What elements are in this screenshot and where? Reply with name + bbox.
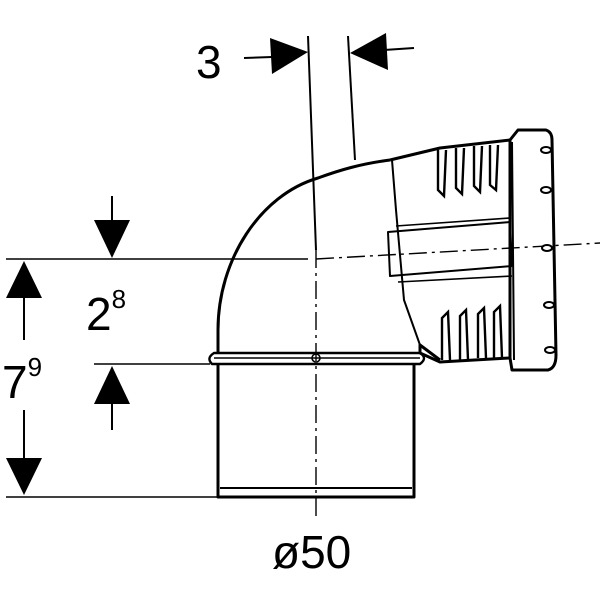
socket-inner-profile <box>391 159 421 346</box>
rib-top-4 <box>488 144 500 193</box>
height-upper-superscript: 8 <box>112 284 126 314</box>
socket-body <box>389 138 512 364</box>
rib-bottom-4 <box>492 303 504 359</box>
offset-dimension: 3 <box>196 33 415 251</box>
rib-bottom-1 <box>440 309 452 361</box>
height-upper-dimension: 28 <box>86 196 130 430</box>
socket-flange <box>508 128 558 372</box>
rib-bottom-3 <box>476 305 488 359</box>
extension-line-right <box>347 35 356 161</box>
rib-bottom-2 <box>458 307 470 361</box>
height-upper-value: 2 <box>86 288 112 340</box>
notch-1 <box>540 146 552 154</box>
spigot-outline <box>216 364 416 499</box>
upper-arrow-down <box>94 220 130 258</box>
offset-arrow-left <box>270 38 308 74</box>
bend-outer-curve <box>216 158 391 353</box>
socket-ribs-bottom <box>440 303 504 361</box>
horizontal-centerline <box>315 242 600 260</box>
notch-2 <box>540 186 552 194</box>
height-total-dimension: 79 <box>2 261 42 495</box>
offset-leader-right <box>383 47 415 51</box>
offset-label: 3 <box>196 36 222 88</box>
rib-top-3 <box>472 145 484 195</box>
total-arrow-down <box>6 458 42 495</box>
socket-ribs-top <box>436 144 500 199</box>
flange-inner-edge <box>511 141 515 361</box>
height-total-value: 7 <box>2 356 28 408</box>
rib-top-1 <box>436 149 448 199</box>
offset-leader-left <box>243 56 273 59</box>
height-total-label: 79 <box>2 352 42 408</box>
lower-arrow-up <box>94 366 130 404</box>
notch-3 <box>541 244 553 252</box>
height-total-superscript: 9 <box>28 352 42 382</box>
flange-notches <box>540 146 556 354</box>
total-arrow-up <box>6 261 42 298</box>
sleeve-line-bottom <box>397 275 513 283</box>
pipe-bend <box>208 128 558 499</box>
sleeve-line-top <box>395 217 511 227</box>
notch-5 <box>544 346 556 354</box>
inner-sleeve <box>387 221 513 277</box>
offset-arrow-right <box>350 33 388 70</box>
height-upper-label: 28 <box>86 284 126 340</box>
rib-top-2 <box>454 147 466 197</box>
extension-line-left <box>307 35 317 251</box>
bead-mark <box>311 353 321 363</box>
notch-4 <box>543 301 555 309</box>
diameter-label: ø50 <box>272 526 351 578</box>
